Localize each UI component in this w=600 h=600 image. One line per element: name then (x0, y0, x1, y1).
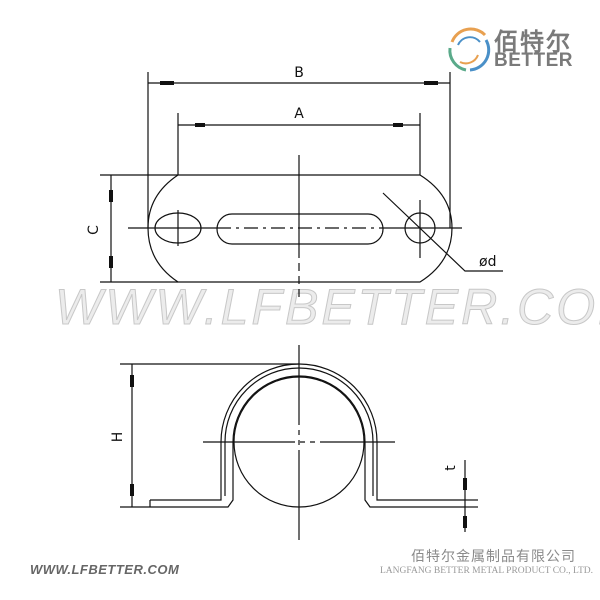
logo-chinese: 佰特尔 (494, 29, 572, 56)
dim-label-d: ød (479, 254, 496, 270)
dim-label-h: H (110, 432, 126, 443)
slot (216, 213, 384, 245)
dim-label-c: C (86, 225, 102, 235)
company-name-cn: 佰特尔金属制品有限公司 (411, 548, 576, 564)
dim-label-t: t (443, 465, 459, 471)
logo-english: BETTER (494, 50, 573, 71)
dim-label-b: B (294, 65, 304, 81)
dim-label-a: A (294, 106, 304, 122)
strap-outer (150, 363, 465, 501)
front-view: H t (110, 345, 478, 540)
plate-outline (147, 174, 453, 283)
top-view: B A C ød (86, 65, 503, 300)
strap-inner (150, 375, 465, 508)
watermark: WWW.LFBETTER.COM (55, 279, 600, 336)
company-name-en: LANGFANG BETTER METAL PRODUCT CO., LTD. (380, 566, 593, 576)
logo-icon (448, 27, 491, 72)
website-link[interactable]: WWW.LFBETTER.COM (30, 562, 180, 577)
